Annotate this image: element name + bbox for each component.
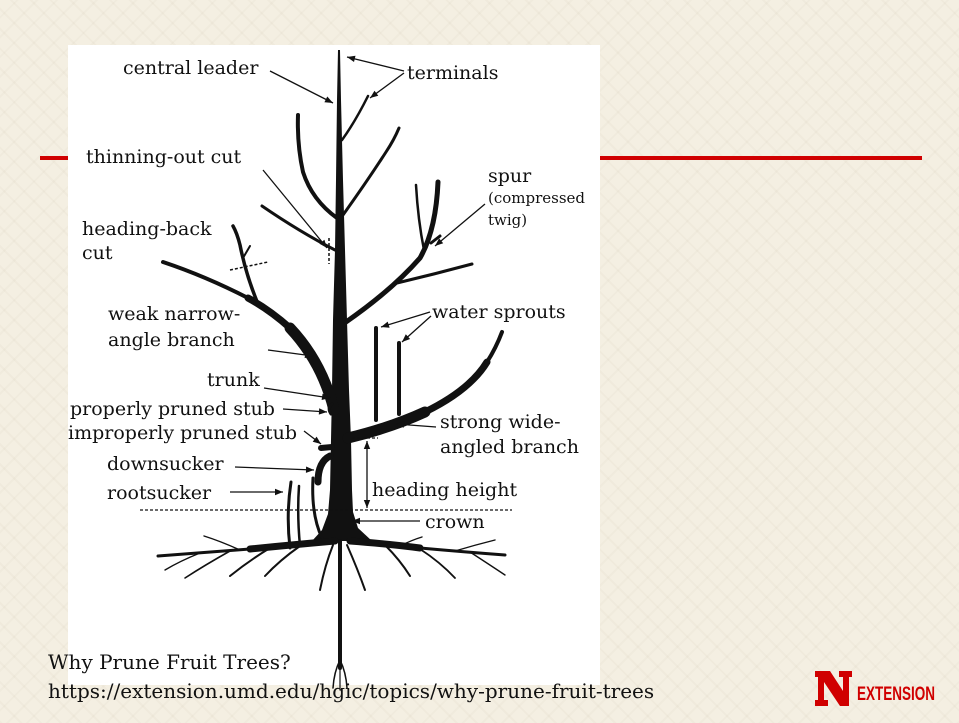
caption-title: Why Prune Fruit Trees? bbox=[48, 650, 291, 674]
label-terminals: terminals bbox=[407, 62, 498, 84]
improperly-pruned-stub bbox=[321, 447, 332, 448]
label-spur-note-1: (compressed bbox=[488, 189, 585, 207]
label-heading-back-1: heading-back bbox=[82, 218, 212, 240]
caption-url[interactable]: https://extension.umd.edu/hgic/topics/wh… bbox=[48, 679, 654, 703]
label-strong-branch-2: angled branch bbox=[440, 436, 579, 458]
logo-wordmark: EXTENSION bbox=[857, 684, 935, 705]
label-heading-back-2: cut bbox=[82, 242, 113, 264]
nebraska-n-logo-icon bbox=[815, 671, 852, 706]
label-central-leader: central leader bbox=[123, 57, 259, 79]
label-rootsucker: rootsucker bbox=[107, 482, 212, 504]
label-downsucker: downsucker bbox=[107, 453, 224, 475]
label-weak-branch-1: weak narrow- bbox=[108, 303, 240, 325]
label-strong-branch-1: strong wide- bbox=[440, 411, 561, 433]
label-properly-pruned-stub: properly pruned stub bbox=[70, 398, 275, 420]
label-crown: crown bbox=[425, 511, 485, 533]
label-heading-height: heading height bbox=[372, 479, 517, 501]
label-spur-note-2: twig) bbox=[488, 211, 527, 229]
label-trunk: trunk bbox=[207, 369, 260, 391]
label-spur: spur bbox=[488, 165, 532, 187]
nebraska-extension-logo: EXTENSION bbox=[815, 671, 935, 706]
label-weak-branch-2: angle branch bbox=[108, 329, 235, 351]
label-water-sprouts: water sprouts bbox=[432, 301, 566, 323]
label-improperly-pruned-stub: improperly pruned stub bbox=[68, 422, 297, 444]
label-thinning-out-cut: thinning-out cut bbox=[86, 146, 242, 168]
